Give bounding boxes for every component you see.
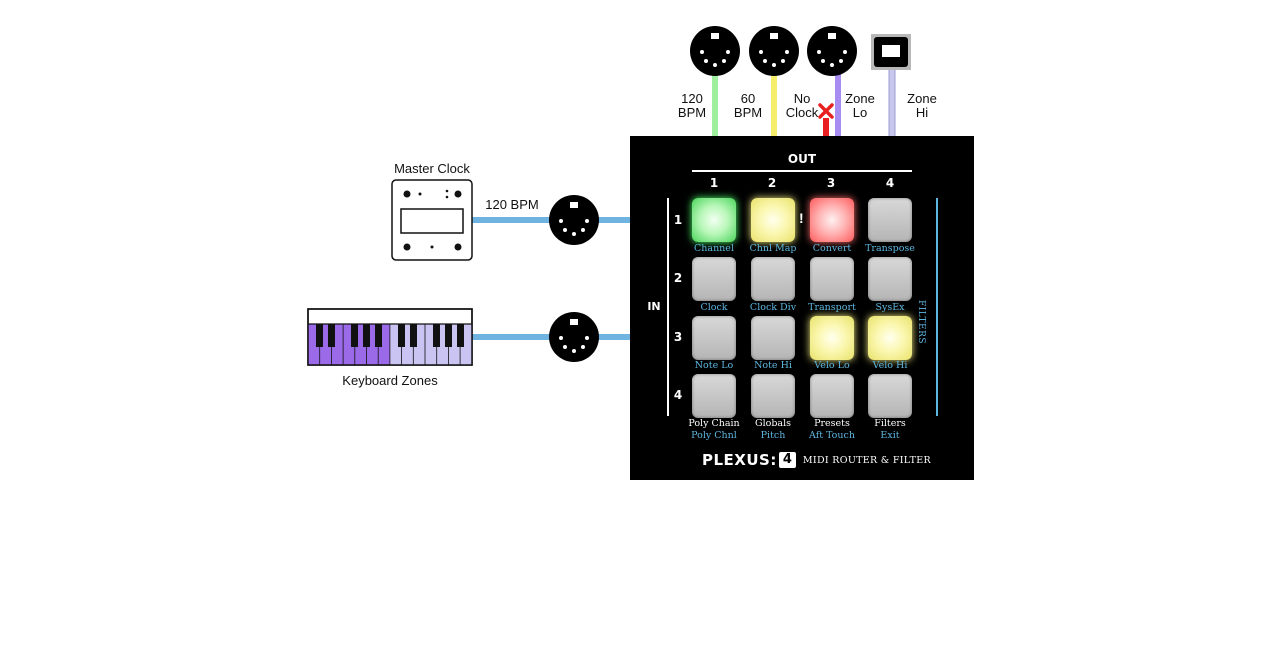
out-number-3: 3 xyxy=(826,176,836,190)
output-1-line2: BPM xyxy=(677,105,707,120)
pad-2-2-label: Clock Div xyxy=(749,302,797,313)
pad-2-3[interactable] xyxy=(810,257,854,301)
no-clock-x-icon xyxy=(818,103,834,119)
output-3-label: No Clock xyxy=(782,92,822,120)
in-number-2: 2 xyxy=(673,271,683,285)
pad-3-1-label: Note Lo xyxy=(694,360,734,371)
output-1-label: 120 BPM xyxy=(672,92,712,120)
pad-3-1[interactable] xyxy=(692,316,736,360)
output-1-line1: 120 xyxy=(681,91,703,106)
pad-1-2[interactable] xyxy=(751,198,795,242)
output-5-line2: Hi xyxy=(915,105,929,120)
pad-3-3-label: Velo Lo xyxy=(814,360,850,371)
midi-in-2-connector-icon xyxy=(549,312,599,362)
midi-out-2-connector-icon xyxy=(749,26,799,76)
plexus-device: OUT 1 2 3 4 IN 1 2 3 4 FILTERS Channel C… xyxy=(630,136,974,480)
output-4-line1: Zone xyxy=(845,91,875,106)
logo-subtitle: MIDI ROUTER & FILTER xyxy=(802,454,931,466)
pad-4-1[interactable] xyxy=(692,374,736,418)
logo-digit: 4 xyxy=(778,452,796,468)
filters-divider xyxy=(936,198,938,416)
logo-text: PLEXUS: xyxy=(702,451,777,469)
pad-1-4-label: Transpose xyxy=(865,243,915,254)
keyboard-icon xyxy=(307,308,473,366)
pad-4-3-sublabel: Aft Touch xyxy=(809,430,855,441)
in-number-1: 1 xyxy=(673,213,683,227)
keyboard-zones-label: Keyboard Zones xyxy=(342,373,438,388)
pad-1-3[interactable] xyxy=(810,198,854,242)
out-number-2: 2 xyxy=(767,176,777,190)
warning-mark: ! xyxy=(799,210,804,226)
pad-2-4[interactable] xyxy=(868,257,912,301)
pad-4-2[interactable] xyxy=(751,374,795,418)
output-2-line1: 60 xyxy=(740,91,756,106)
pad-2-1-label: Clock xyxy=(700,302,728,313)
pad-1-2-label: Chnl Map xyxy=(749,243,797,254)
pad-4-3-label: Presets xyxy=(814,418,850,429)
out-header: OUT xyxy=(787,152,817,166)
pad-3-2[interactable] xyxy=(751,316,795,360)
pad-1-1-label: Channel xyxy=(694,243,734,254)
pad-1-4[interactable] xyxy=(868,198,912,242)
out-number-4: 4 xyxy=(885,176,895,190)
pad-4-4-label: Filters xyxy=(874,418,906,429)
master-clock-label: Master Clock xyxy=(394,161,470,176)
output-5-line1: Zone xyxy=(907,91,937,106)
plexus-logo: PLEXUS: 4 MIDI ROUTER & FILTER xyxy=(702,450,931,470)
clock-cable-label: 120 BPM xyxy=(485,197,539,212)
pad-4-1-sublabel: Poly Chnl xyxy=(691,430,737,441)
output-4-label: Zone Lo xyxy=(840,92,880,120)
pad-1-3-label: Convert xyxy=(812,243,852,254)
out-number-1: 1 xyxy=(709,176,719,190)
pad-2-3-label: Transport xyxy=(808,302,856,313)
usb-connector-icon xyxy=(871,34,911,70)
in-divider xyxy=(667,198,669,416)
output-5-label: Zone Hi xyxy=(902,92,942,120)
out-divider xyxy=(692,170,912,172)
output-2-label: 60 BPM xyxy=(728,92,768,120)
midi-out-3-connector-icon xyxy=(807,26,857,76)
pad-3-4-label: Velo Hi xyxy=(872,360,908,371)
pad-3-4[interactable] xyxy=(868,316,912,360)
in-header: IN xyxy=(647,300,661,313)
in-number-3: 3 xyxy=(673,330,683,344)
output-4-line2: Lo xyxy=(852,105,868,120)
output-3-line1: No xyxy=(793,91,811,106)
pad-4-2-label: Globals xyxy=(754,418,791,429)
pad-4-2-sublabel: Pitch xyxy=(760,430,786,441)
master-clock-icon xyxy=(391,179,473,261)
pad-2-1[interactable] xyxy=(692,257,736,301)
pad-4-3[interactable] xyxy=(810,374,854,418)
pad-3-3[interactable] xyxy=(810,316,854,360)
midi-out-1-connector-icon xyxy=(690,26,740,76)
pad-4-4-sublabel: Exit xyxy=(880,430,900,441)
pad-1-1[interactable] xyxy=(692,198,736,242)
pad-4-4[interactable] xyxy=(868,374,912,418)
pad-2-4-label: SysEx xyxy=(875,302,905,313)
pad-4-1-label: Poly Chain xyxy=(688,418,740,429)
pad-2-2[interactable] xyxy=(751,257,795,301)
in-number-4: 4 xyxy=(673,388,683,402)
output-2-line2: BPM xyxy=(733,105,763,120)
pad-3-2-label: Note Hi xyxy=(754,360,792,371)
midi-in-1-connector-icon xyxy=(549,195,599,245)
output-3-line2: Clock xyxy=(785,105,819,120)
